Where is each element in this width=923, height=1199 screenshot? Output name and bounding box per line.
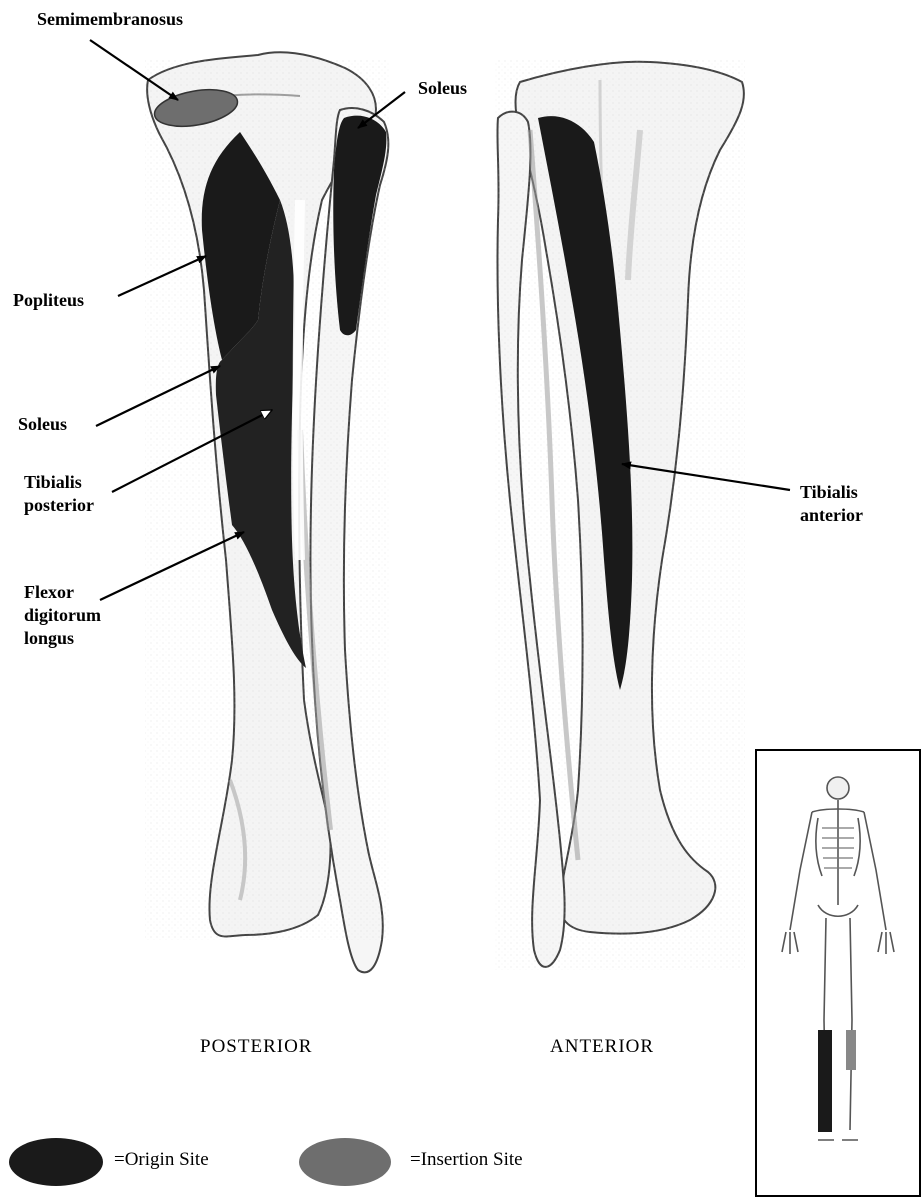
label-soleus-top: Soleus — [418, 77, 467, 100]
inset-highlighted-tibia — [818, 1030, 832, 1132]
label-tibialis-anterior: Tibialis anterior — [800, 481, 863, 527]
label-semimembranosus: Semimembranosus — [37, 8, 183, 31]
anterior-view-title: ANTERIOR — [550, 1036, 654, 1058]
skeleton-locator-inset — [756, 750, 920, 1196]
label-tibialis-posterior: Tibialis posterior — [24, 471, 94, 517]
origin-site-swatch — [9, 1138, 103, 1186]
label-flexor-digitorum-longus: Flexor digitorum longus — [24, 581, 101, 650]
anterior-view — [495, 60, 790, 970]
label-soleus-left: Soleus — [18, 413, 67, 436]
posterior-view-title: POSTERIOR — [200, 1036, 312, 1058]
label-popliteus: Popliteus — [13, 289, 84, 312]
legend-insertion-label: =Insertion Site — [410, 1149, 523, 1171]
inset-highlighted-tibia-right — [846, 1030, 856, 1070]
posterior-view — [90, 40, 405, 972]
legend-origin-label: =Origin Site — [114, 1149, 209, 1171]
insertion-site-swatch — [299, 1138, 391, 1186]
